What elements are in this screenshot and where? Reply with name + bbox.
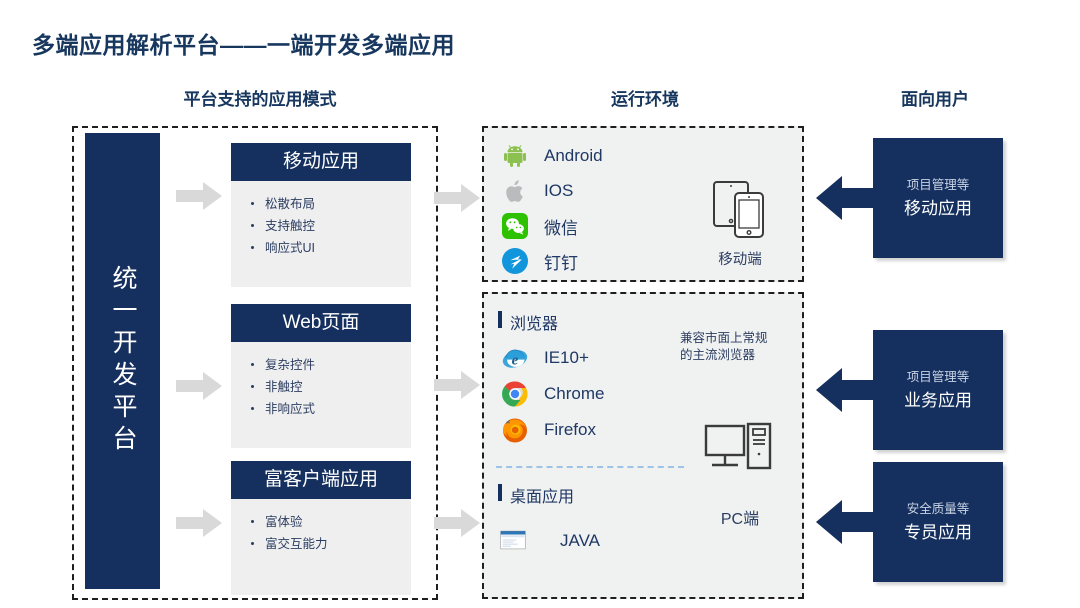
column-header-users: 面向用户: [901, 90, 969, 109]
runtime-item-label: Chrome: [544, 384, 605, 403]
section-title-desktop: 桌面应用: [498, 483, 574, 507]
mode-card-mobile-title: 移动应用: [231, 143, 411, 181]
feature-item: 富体验: [231, 511, 411, 533]
runtime-item-chrome[interactable]: Chrome: [502, 381, 604, 407]
user-box-main-label: 业务应用: [904, 391, 972, 410]
runtime-item-java[interactable]: JAVA: [500, 527, 600, 555]
chrome-icon: [502, 381, 528, 407]
java-window-icon: [500, 527, 538, 555]
desktop-section-divider: [496, 466, 684, 468]
wechat-icon: [502, 213, 528, 239]
flow-arrow-right-icon: [176, 371, 222, 401]
pc-device-label: PC端: [720, 511, 760, 528]
modes-region-border: [72, 126, 438, 600]
runtime-item-label: JAVA: [560, 531, 600, 550]
page-title: 多端应用解析平台——一端开发多端应用: [32, 32, 455, 58]
user-arrow-left-icon: [816, 172, 876, 224]
ie-icon: e: [502, 345, 528, 371]
mobile-device-label: 移动端: [718, 252, 762, 268]
user-box-mobile-app[interactable]: 项目管理等 移动应用: [873, 138, 1003, 258]
section-title-browser: 浏览器: [498, 310, 558, 334]
runtime-item-label: 微信: [544, 218, 578, 238]
mode-card-rich-client-features: 富体验 富交互能力: [231, 499, 411, 595]
mode-card-web-features: 复杂控件 非触控 非响应式: [231, 342, 411, 448]
runtime-item-label: IOS: [544, 181, 574, 200]
user-box-sub-label: 安全质量等: [906, 502, 970, 516]
mode-card-rich-client-title: 富客户端应用: [231, 461, 411, 499]
unified-platform-bar: 统一开发平台: [85, 133, 160, 589]
user-box-sub-label: 项目管理等: [906, 370, 970, 384]
user-arrow-left-icon: [816, 364, 876, 416]
runtime-item-firefox[interactable]: Firefox: [502, 417, 596, 443]
mode-card-rich-client[interactable]: 富客户端应用 富体验 富交互能力: [231, 461, 411, 595]
runtime-item-label: IE10+: [544, 348, 589, 367]
runtime-item-wechat[interactable]: 微信: [502, 213, 578, 239]
dingtalk-icon: [502, 248, 528, 274]
feature-item: 非触控: [231, 376, 411, 398]
android-icon: [502, 143, 528, 169]
feature-item: 富交互能力: [231, 533, 411, 555]
feature-item: 复杂控件: [231, 354, 411, 376]
svg-text:e: e: [512, 353, 519, 369]
apple-icon: [502, 178, 528, 204]
mobile-devices-icon: [708, 178, 772, 242]
runtime-item-label: 钉钉: [544, 253, 578, 273]
column-header-runtime: 运行环境: [611, 90, 679, 109]
runtime-item-android[interactable]: Android: [502, 143, 603, 169]
runtime-panel-browser-desktop: [482, 292, 804, 599]
feature-item: 松散布局: [231, 193, 411, 215]
flow-arrow-right-icon: [434, 183, 480, 213]
feature-item: 支持触控: [231, 215, 411, 237]
pc-desktop-icon: [702, 420, 774, 486]
column-header-modes: 平台支持的应用模式: [183, 90, 337, 109]
mode-card-web[interactable]: Web页面 复杂控件 非触控 非响应式: [231, 304, 411, 448]
user-box-main-label: 移动应用: [904, 199, 972, 218]
user-box-sub-label: 项目管理等: [906, 178, 970, 192]
unified-platform-label: 统一开发平台: [109, 265, 137, 457]
user-box-specialist-app[interactable]: 安全质量等 专员应用: [873, 462, 1003, 582]
runtime-item-ios[interactable]: IOS: [502, 178, 573, 204]
feature-item: 响应式UI: [231, 237, 411, 259]
browser-compat-note: 兼容市面上常规的主流浏览器: [680, 331, 768, 362]
runtime-item-dingtalk[interactable]: 钉钉: [502, 248, 578, 274]
mode-card-mobile[interactable]: 移动应用 松散布局 支持触控 响应式UI: [231, 143, 411, 287]
user-arrow-left-icon: [816, 496, 876, 548]
flow-arrow-right-icon: [434, 370, 480, 400]
firefox-icon: [502, 417, 528, 443]
flow-arrow-right-icon: [176, 508, 222, 538]
mode-card-mobile-features: 松散布局 支持触控 响应式UI: [231, 181, 411, 287]
runtime-item-label: Android: [544, 146, 603, 165]
user-box-business-app[interactable]: 项目管理等 业务应用: [873, 330, 1003, 450]
runtime-item-ie[interactable]: e IE10+: [502, 345, 589, 371]
runtime-item-label: Firefox: [544, 420, 596, 439]
mode-card-web-title: Web页面: [231, 304, 411, 342]
flow-arrow-right-icon: [434, 508, 480, 538]
feature-item: 非响应式: [231, 398, 411, 420]
user-box-main-label: 专员应用: [904, 523, 972, 542]
flow-arrow-right-icon: [176, 181, 222, 211]
